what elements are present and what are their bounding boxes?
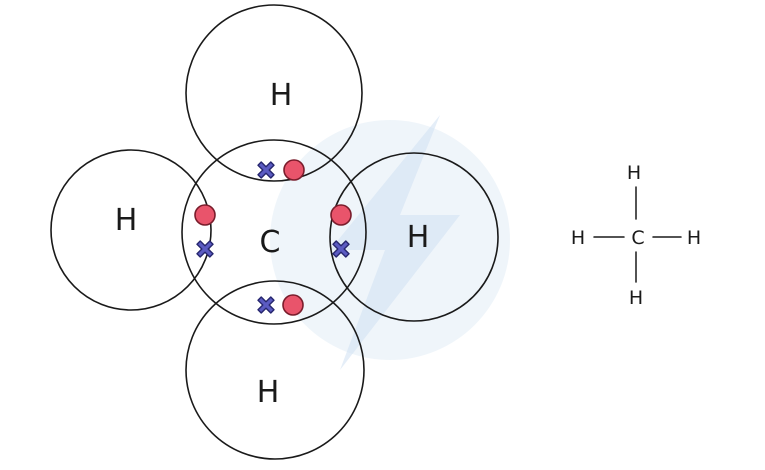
hydrogen-right-shell — [329, 152, 499, 322]
electron-dot-left — [194, 204, 216, 226]
structural-atom-h-bottom: H — [629, 287, 643, 309]
electron-dot-right — [330, 204, 352, 226]
watermark-bolt — [330, 115, 460, 370]
atom-label-h-left: H — [115, 203, 138, 238]
structural-atom-h-left: H — [571, 227, 585, 249]
atom-label-c: C — [260, 225, 281, 260]
electron-cross-bottom — [257, 296, 275, 314]
structural-formula: H H C H H — [571, 162, 701, 309]
electron-dot-bottom — [282, 294, 304, 316]
hydrogen-top-shell — [185, 4, 363, 182]
electron-cross-top — [257, 161, 275, 179]
atom-label-h-bottom: H — [257, 375, 280, 410]
hydrogen-bottom-shell — [185, 280, 365, 460]
electron-dot-top — [283, 159, 305, 181]
structural-atom-h-top: H — [627, 162, 641, 184]
watermark-logo — [270, 115, 510, 370]
carbon-shell — [181, 139, 367, 325]
electron-cross-right — [332, 240, 350, 258]
electron-cross-left — [196, 240, 214, 258]
atom-label-h-right: H — [407, 220, 430, 255]
shared-electron-pairs — [194, 159, 352, 316]
hydrogen-left-shell — [50, 149, 212, 311]
structural-atom-h-right: H — [687, 227, 701, 249]
structural-atom-c: C — [631, 227, 644, 249]
atom-label-h-top: H — [270, 78, 293, 113]
